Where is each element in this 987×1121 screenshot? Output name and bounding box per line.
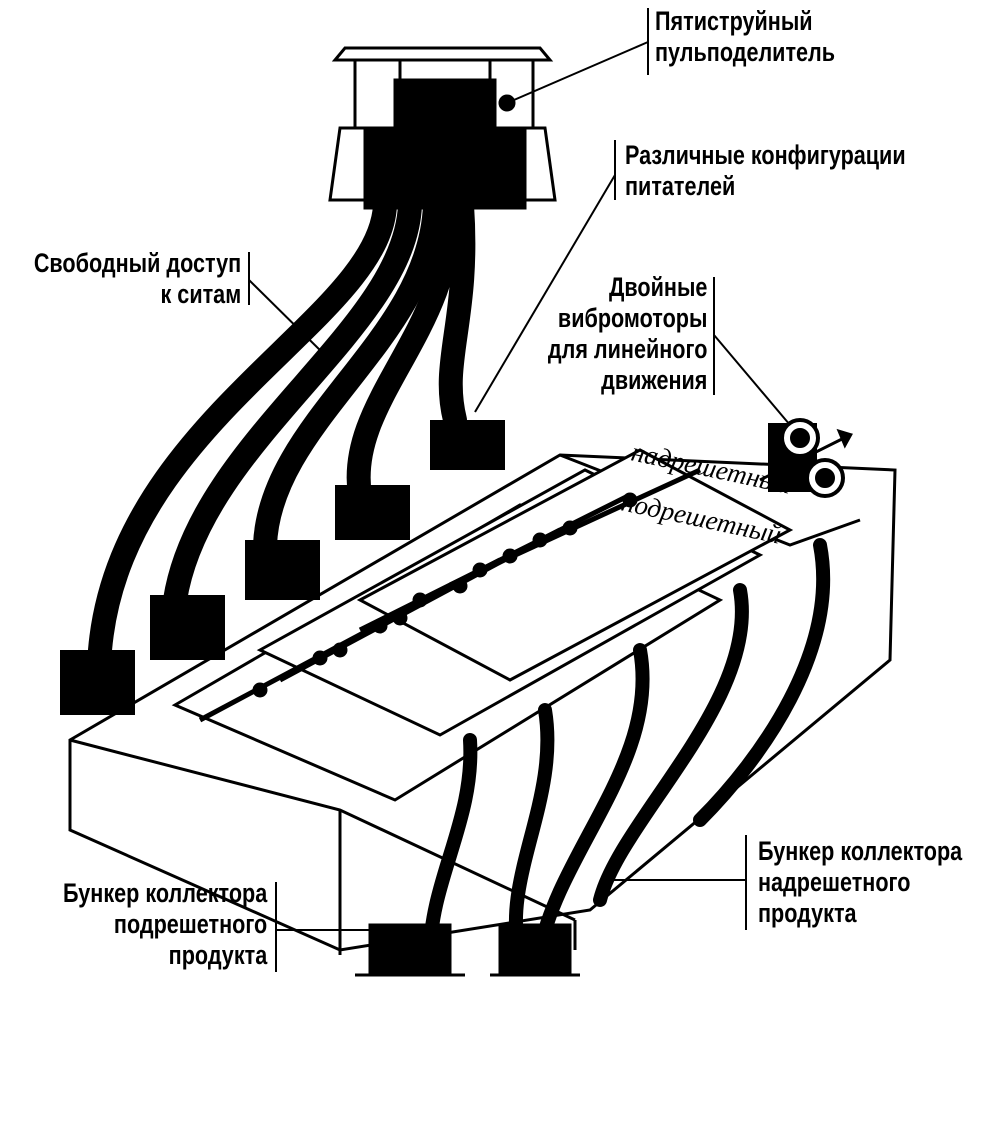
feed-boxes [60, 420, 505, 715]
label-free-access: Свободный доступ к ситам [33, 248, 241, 309]
label-pulp-divider: Пятиструйный пульподелитель [655, 6, 836, 67]
hopper-outlets [355, 923, 580, 977]
pulp-divider [328, 46, 557, 210]
discharge-hoses [423, 538, 831, 962]
label-dual-vibromotors: Двойные вибромоторы для линейного движен… [547, 272, 707, 395]
screen-decks [171, 448, 794, 802]
label-undersize-hopper: Бункер коллектора подрешетного продукта [62, 878, 267, 970]
spray-bars [198, 467, 702, 723]
label-feeder-configurations: Различные конфигурации питателей [625, 140, 906, 201]
feed-hoses [88, 193, 476, 662]
leader-lines [248, 8, 791, 972]
label-oversize-hopper: Бункер коллектора надрешетного продукта [758, 836, 963, 928]
vibromotors [759, 418, 853, 498]
